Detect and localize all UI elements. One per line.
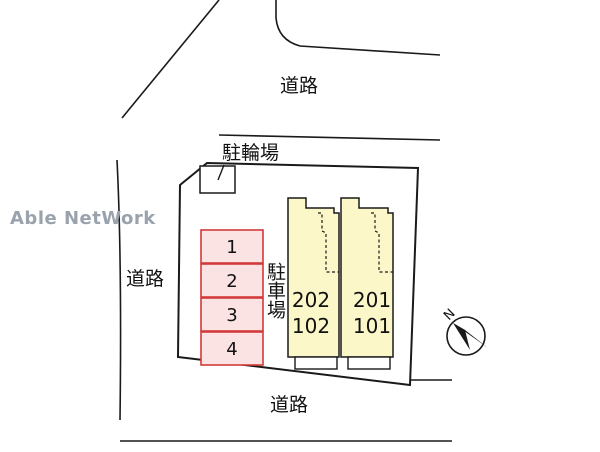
building-step [294, 356, 338, 370]
parking-space-number: 1 [226, 237, 237, 258]
road-edge-left [116, 159, 122, 421]
building-balcony-dashed [318, 212, 339, 273]
building-balcony-dashed [371, 212, 393, 273]
unit-number-upper: 201 [353, 288, 391, 312]
unit-number-upper: 202 [292, 288, 330, 312]
parking-space [200, 229, 264, 264]
road-label-top: 道路 [280, 75, 318, 97]
parking-space-number: 4 [226, 339, 237, 360]
parking-space-number: 2 [226, 271, 237, 292]
building-step [347, 356, 391, 370]
north-compass-icon: N [441, 306, 488, 356]
parking-space [200, 297, 264, 332]
road-label-bottom: 道路 [270, 394, 308, 416]
road-label-left: 道路 [126, 268, 164, 290]
watermark: Able NetWork [10, 208, 156, 229]
parking-space [200, 331, 264, 366]
bicycle-parking-label: 駐輪場 [222, 142, 279, 164]
road-edge-upper-diagonal [218, 134, 441, 141]
car-parking-label: 駐車場 [264, 262, 286, 320]
unit-number-lower: 102 [292, 314, 330, 338]
building-right: 201 101 [340, 197, 394, 370]
parking-space-number: 3 [226, 305, 237, 326]
parking-space [200, 263, 264, 298]
bicycle-parking-leader [217, 164, 225, 181]
road-edge-top-right [275, 0, 441, 56]
road-lines [116, 0, 452, 442]
parking-spaces: 1 2 3 4 [200, 229, 264, 366]
unit-number-lower: 101 [353, 314, 391, 338]
road-edge-top-left [121, 0, 220, 119]
building-left: 202 102 [287, 197, 340, 370]
